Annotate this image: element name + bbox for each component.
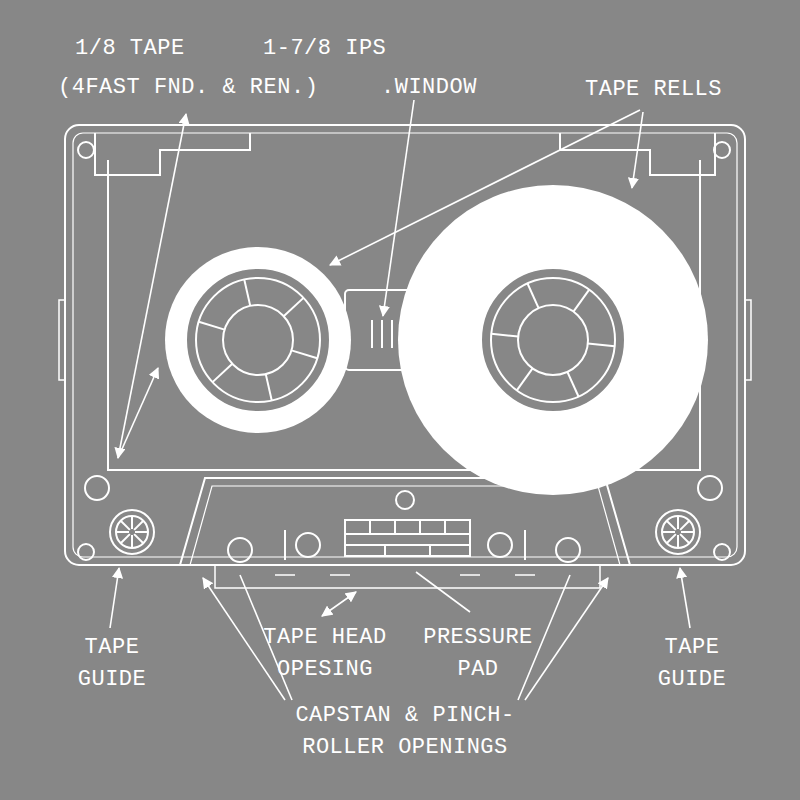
- tape-guide-rollers: [116, 531, 129, 533]
- cassette-shell: [73, 133, 737, 557]
- tape-guide-rollers: [131, 535, 133, 548]
- tape-guide-rollers: [677, 535, 679, 548]
- cassette-shell: [190, 486, 620, 565]
- tape-guide-rollers: [121, 534, 130, 543]
- tape-guide-rollers: [680, 534, 689, 543]
- right-tape-pack: [491, 278, 615, 402]
- left-tape-reel: [196, 278, 320, 402]
- right-tape-pack: [518, 305, 588, 375]
- tape-guide-rollers: [110, 510, 700, 554]
- leader-lines: [680, 568, 690, 628]
- tape-guide-rollers: [681, 531, 694, 533]
- leader-lines: [322, 592, 356, 616]
- screw-holes: [698, 476, 722, 500]
- tape-guide-rollers: [134, 521, 143, 530]
- left-tape-reel: [199, 322, 225, 330]
- capstan-openings: [488, 533, 512, 557]
- right-tape-pack: [481, 268, 625, 412]
- tape-guide-rollers: [656, 510, 700, 554]
- screw-holes: [85, 476, 109, 500]
- tape-guide-rollers: [135, 531, 148, 533]
- capstan-openings: [556, 538, 580, 562]
- tape-guide-rollers: [667, 521, 676, 530]
- tape-guide-rollers: [677, 516, 679, 529]
- left-tape-reel: [244, 280, 250, 306]
- left-tape-reel: [213, 364, 233, 382]
- screw-holes: [78, 142, 94, 158]
- tape-guide-rollers: [662, 531, 675, 533]
- tape-window: [372, 320, 392, 348]
- cassette-shell: [95, 133, 250, 175]
- tape-guide-rollers: [116, 516, 148, 548]
- leader-lines: [330, 110, 640, 265]
- left-tape-reel: [186, 268, 330, 412]
- right-tape-pack: [398, 185, 708, 495]
- leader-lines: [110, 568, 119, 628]
- pressure-pad: [345, 520, 470, 556]
- part-label: PRESSURE PAD: [418, 622, 538, 686]
- right-tape-pack: [528, 283, 539, 308]
- right-tape-pack: [491, 334, 518, 337]
- dimension-label: 1-7/8 IPS: [263, 33, 403, 65]
- part-label: TAPE GUIDE: [56, 632, 168, 696]
- leader-lines: [383, 100, 414, 316]
- right-tape-pack: [398, 185, 708, 495]
- left-tape-reel: [165, 247, 351, 433]
- right-tape-pack: [491, 283, 614, 396]
- pressure-pad: [345, 520, 470, 556]
- capstan-openings: [228, 538, 252, 562]
- tape-guide-rollers: [110, 510, 154, 554]
- cassette-shell: [59, 125, 751, 588]
- right-tape-pack: [573, 290, 589, 312]
- pressure-pad: [345, 520, 470, 556]
- cassette-shell: [215, 565, 600, 588]
- part-label: CAPSTAN & PINCH- ROLLER OPENINGS: [287, 700, 523, 764]
- tape-guide-rollers: [662, 516, 694, 548]
- leader-lines: [525, 578, 608, 700]
- tape-guide-rollers: [680, 521, 689, 530]
- leader-lines: [110, 100, 690, 700]
- cassette-shell: [275, 574, 535, 576]
- part-label: TAPE HEAD OPESING: [255, 622, 395, 686]
- leader-lines: [118, 114, 186, 458]
- part-label: TAPE GUIDE: [636, 632, 748, 696]
- tape-guide-rollers: [131, 516, 133, 529]
- left-tape-reel: [165, 247, 351, 433]
- right-tape-pack: [517, 368, 533, 390]
- leader-lines: [632, 112, 643, 188]
- screw-holes: [396, 491, 414, 509]
- leader-lines: [118, 368, 158, 458]
- screw-holes: [714, 142, 730, 158]
- cassette-shell: [65, 125, 745, 565]
- left-tape-reel: [266, 374, 272, 400]
- tape-guide-rollers: [662, 516, 694, 548]
- part-label: TAPE RELLS: [585, 74, 745, 106]
- part-label: .WINDOW: [381, 72, 491, 104]
- left-tape-reel: [199, 280, 317, 401]
- left-tape-reel: [291, 350, 317, 358]
- dimension-label: 1/8 TAPE: [75, 33, 205, 65]
- capstan-openings: [296, 533, 320, 557]
- right-tape-pack: [567, 372, 578, 397]
- right-tape-pack: [588, 343, 615, 346]
- tape-guide-rollers: [134, 534, 143, 543]
- leader-lines: [416, 572, 470, 612]
- screw-holes: [714, 544, 730, 560]
- screw-holes: [78, 544, 94, 560]
- tape-guide-rollers: [667, 534, 676, 543]
- tape-guide-rollers: [116, 516, 148, 548]
- tape-guide-rollers: [121, 521, 130, 530]
- left-tape-reel: [223, 305, 293, 375]
- note-label: (4FAST FND. & REN.): [58, 72, 378, 104]
- left-tape-reel: [284, 298, 304, 316]
- screw-holes: [78, 142, 730, 560]
